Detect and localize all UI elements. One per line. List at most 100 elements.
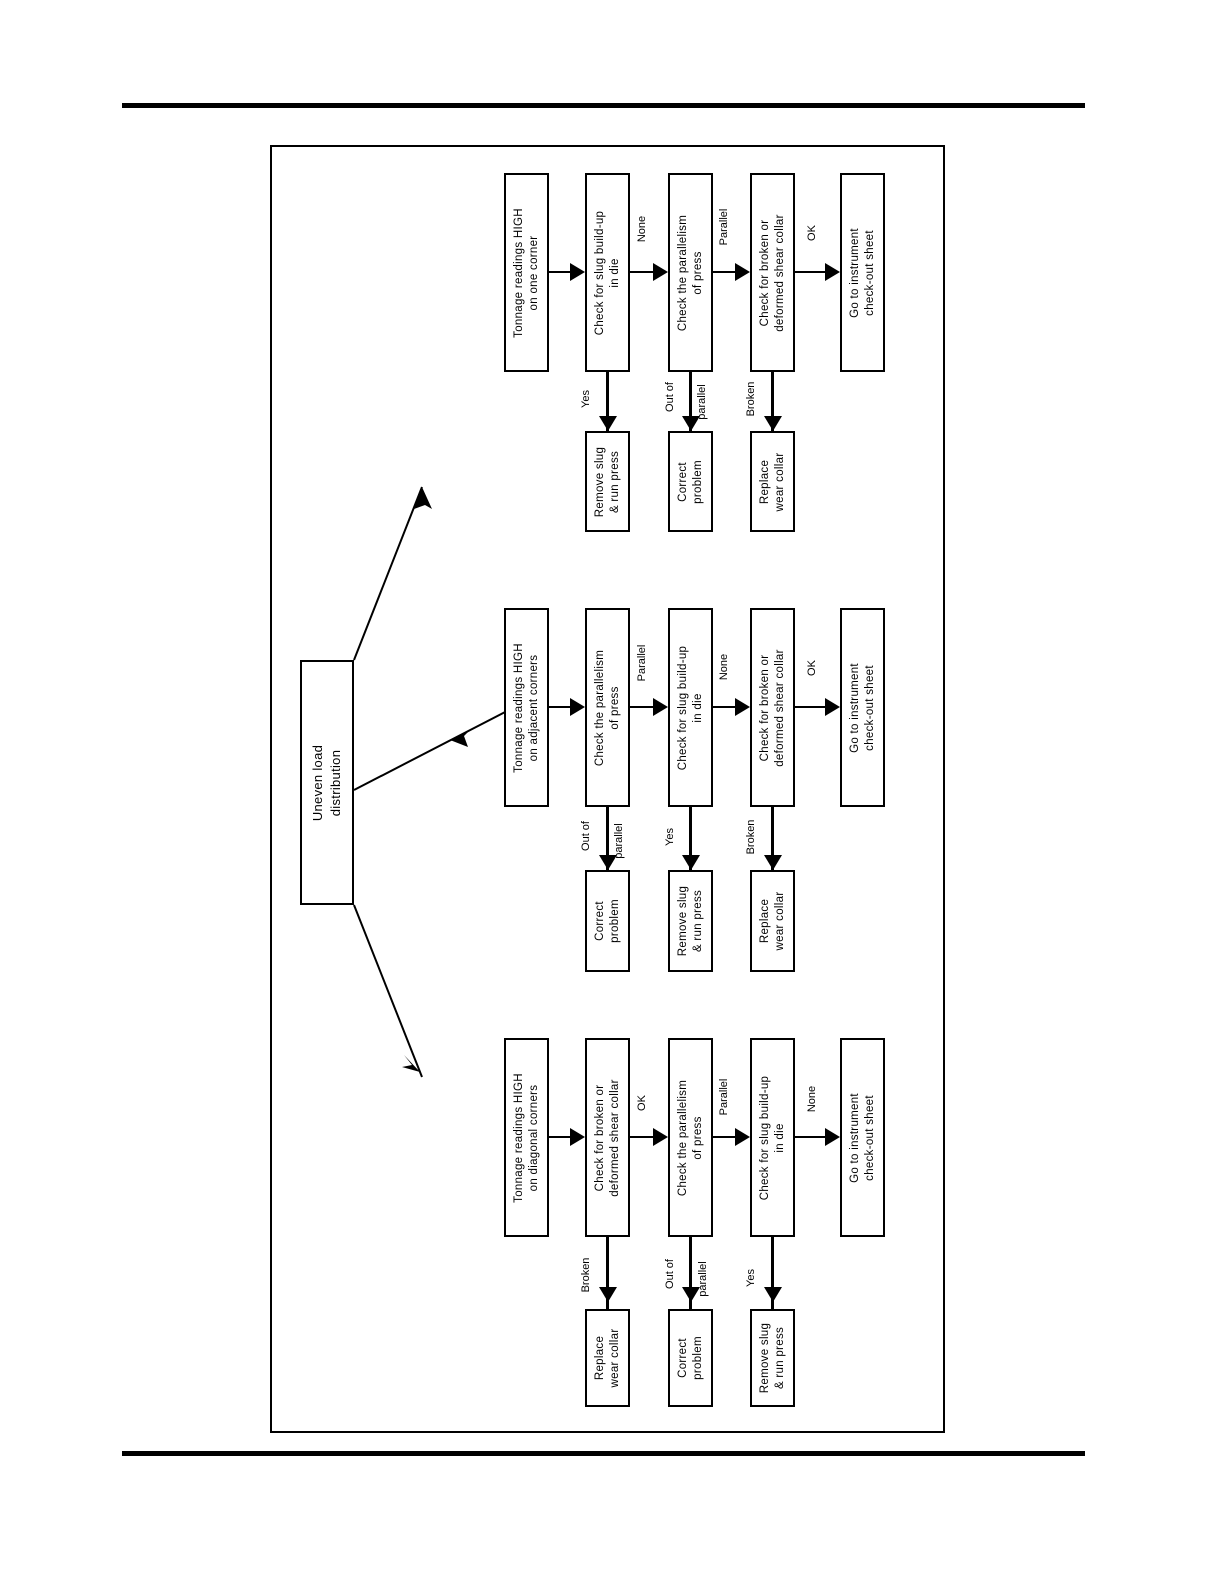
edge-b0-fail0 [606,372,609,431]
arrow-b0-0-icon [570,263,585,281]
arrow-b0-fail0-icon [599,416,617,431]
edge-b1-fail2 [771,807,774,870]
arrow-b2-1-icon [653,1128,668,1146]
edge-label-b0-2: Parallel [718,208,730,246]
node-b1-fail1-label: Remove slug& run press [676,885,704,957]
edge-label-b1-fail2a: Broken [745,819,757,855]
edge-label-b2-1: OK [636,1095,648,1111]
edge-label-b1-fail0a: Out of [580,821,592,851]
arrow-b1-fail0-icon [599,855,617,870]
edge-b0-0 [549,271,570,273]
node-b2-fail2[interactable]: Remove slug& run press [750,1309,795,1407]
edge-b2-1 [630,1136,653,1138]
edge-label-b0-1: None [636,215,648,243]
arrow-b0-2-icon [735,263,750,281]
edge-b2-fail0 [606,1237,609,1309]
header-rule [122,103,1085,108]
edge-b2-0 [549,1136,570,1138]
edge-label-b2-fail2a: Yes [745,1269,757,1287]
arrow-b2-fail2-icon [764,1287,782,1302]
arrow-b2-2-icon [735,1128,750,1146]
arrow-b1-0-icon [570,698,585,716]
edge-b2-fail1 [689,1237,692,1309]
edge-label-b2-3: None [806,1085,818,1113]
edge-b0-fail1 [689,372,692,431]
edge-b2-fail2 [771,1237,774,1309]
edge-label-b1-fail1a: Yes [664,828,676,846]
arrow-b0-1-icon [653,263,668,281]
edge-label-b2-fail1a: Out of [664,1259,676,1289]
arrow-b0-fail2-icon [764,416,782,431]
edge-b1-fail0 [606,807,609,870]
edge-b0-1 [630,271,653,273]
arrow-b1-3-icon [825,698,840,716]
node-b1-fail1[interactable]: Remove slug& run press [668,870,713,972]
arrow-b0-fail1-icon [682,416,700,431]
arrow-b2-0-icon [570,1128,585,1146]
arrow-b1-fail1-icon [682,855,700,870]
edge-b2-3 [795,1136,825,1138]
node-b0-fail0[interactable]: Remove slug& run press [585,431,630,532]
edge-label-b0-fail1b: parallel [696,384,708,420]
arrow-b1-2-icon [735,698,750,716]
edge-b1-0 [549,706,570,708]
edge-b0-3 [795,271,825,273]
edge-b2-2 [713,1136,735,1138]
node-b0-fail0-label: Remove slug& run press [593,446,621,517]
edge-label-b2-fail0a: Broken [580,1257,592,1293]
arrow-b0-3-icon [825,263,840,281]
edge-b1-1 [630,706,653,708]
edge-label-b2-2: Parallel [718,1078,730,1116]
edge-label-b2-fail1b: parallel [697,1261,709,1297]
edge-b0-2 [713,271,735,273]
edge-b1-3 [795,706,825,708]
edge-label-b1-2: None [718,653,730,681]
edge-label-b0-fail1a: Out of [664,382,676,412]
edge-b1-2 [713,706,735,708]
edge-label-b1-1: Parallel [636,644,648,682]
edge-b1-fail1 [689,807,692,870]
arrow-b1-fail2-icon [764,855,782,870]
edge-label-b0-fail0a: Yes [580,390,592,408]
footer-rule [122,1451,1085,1456]
